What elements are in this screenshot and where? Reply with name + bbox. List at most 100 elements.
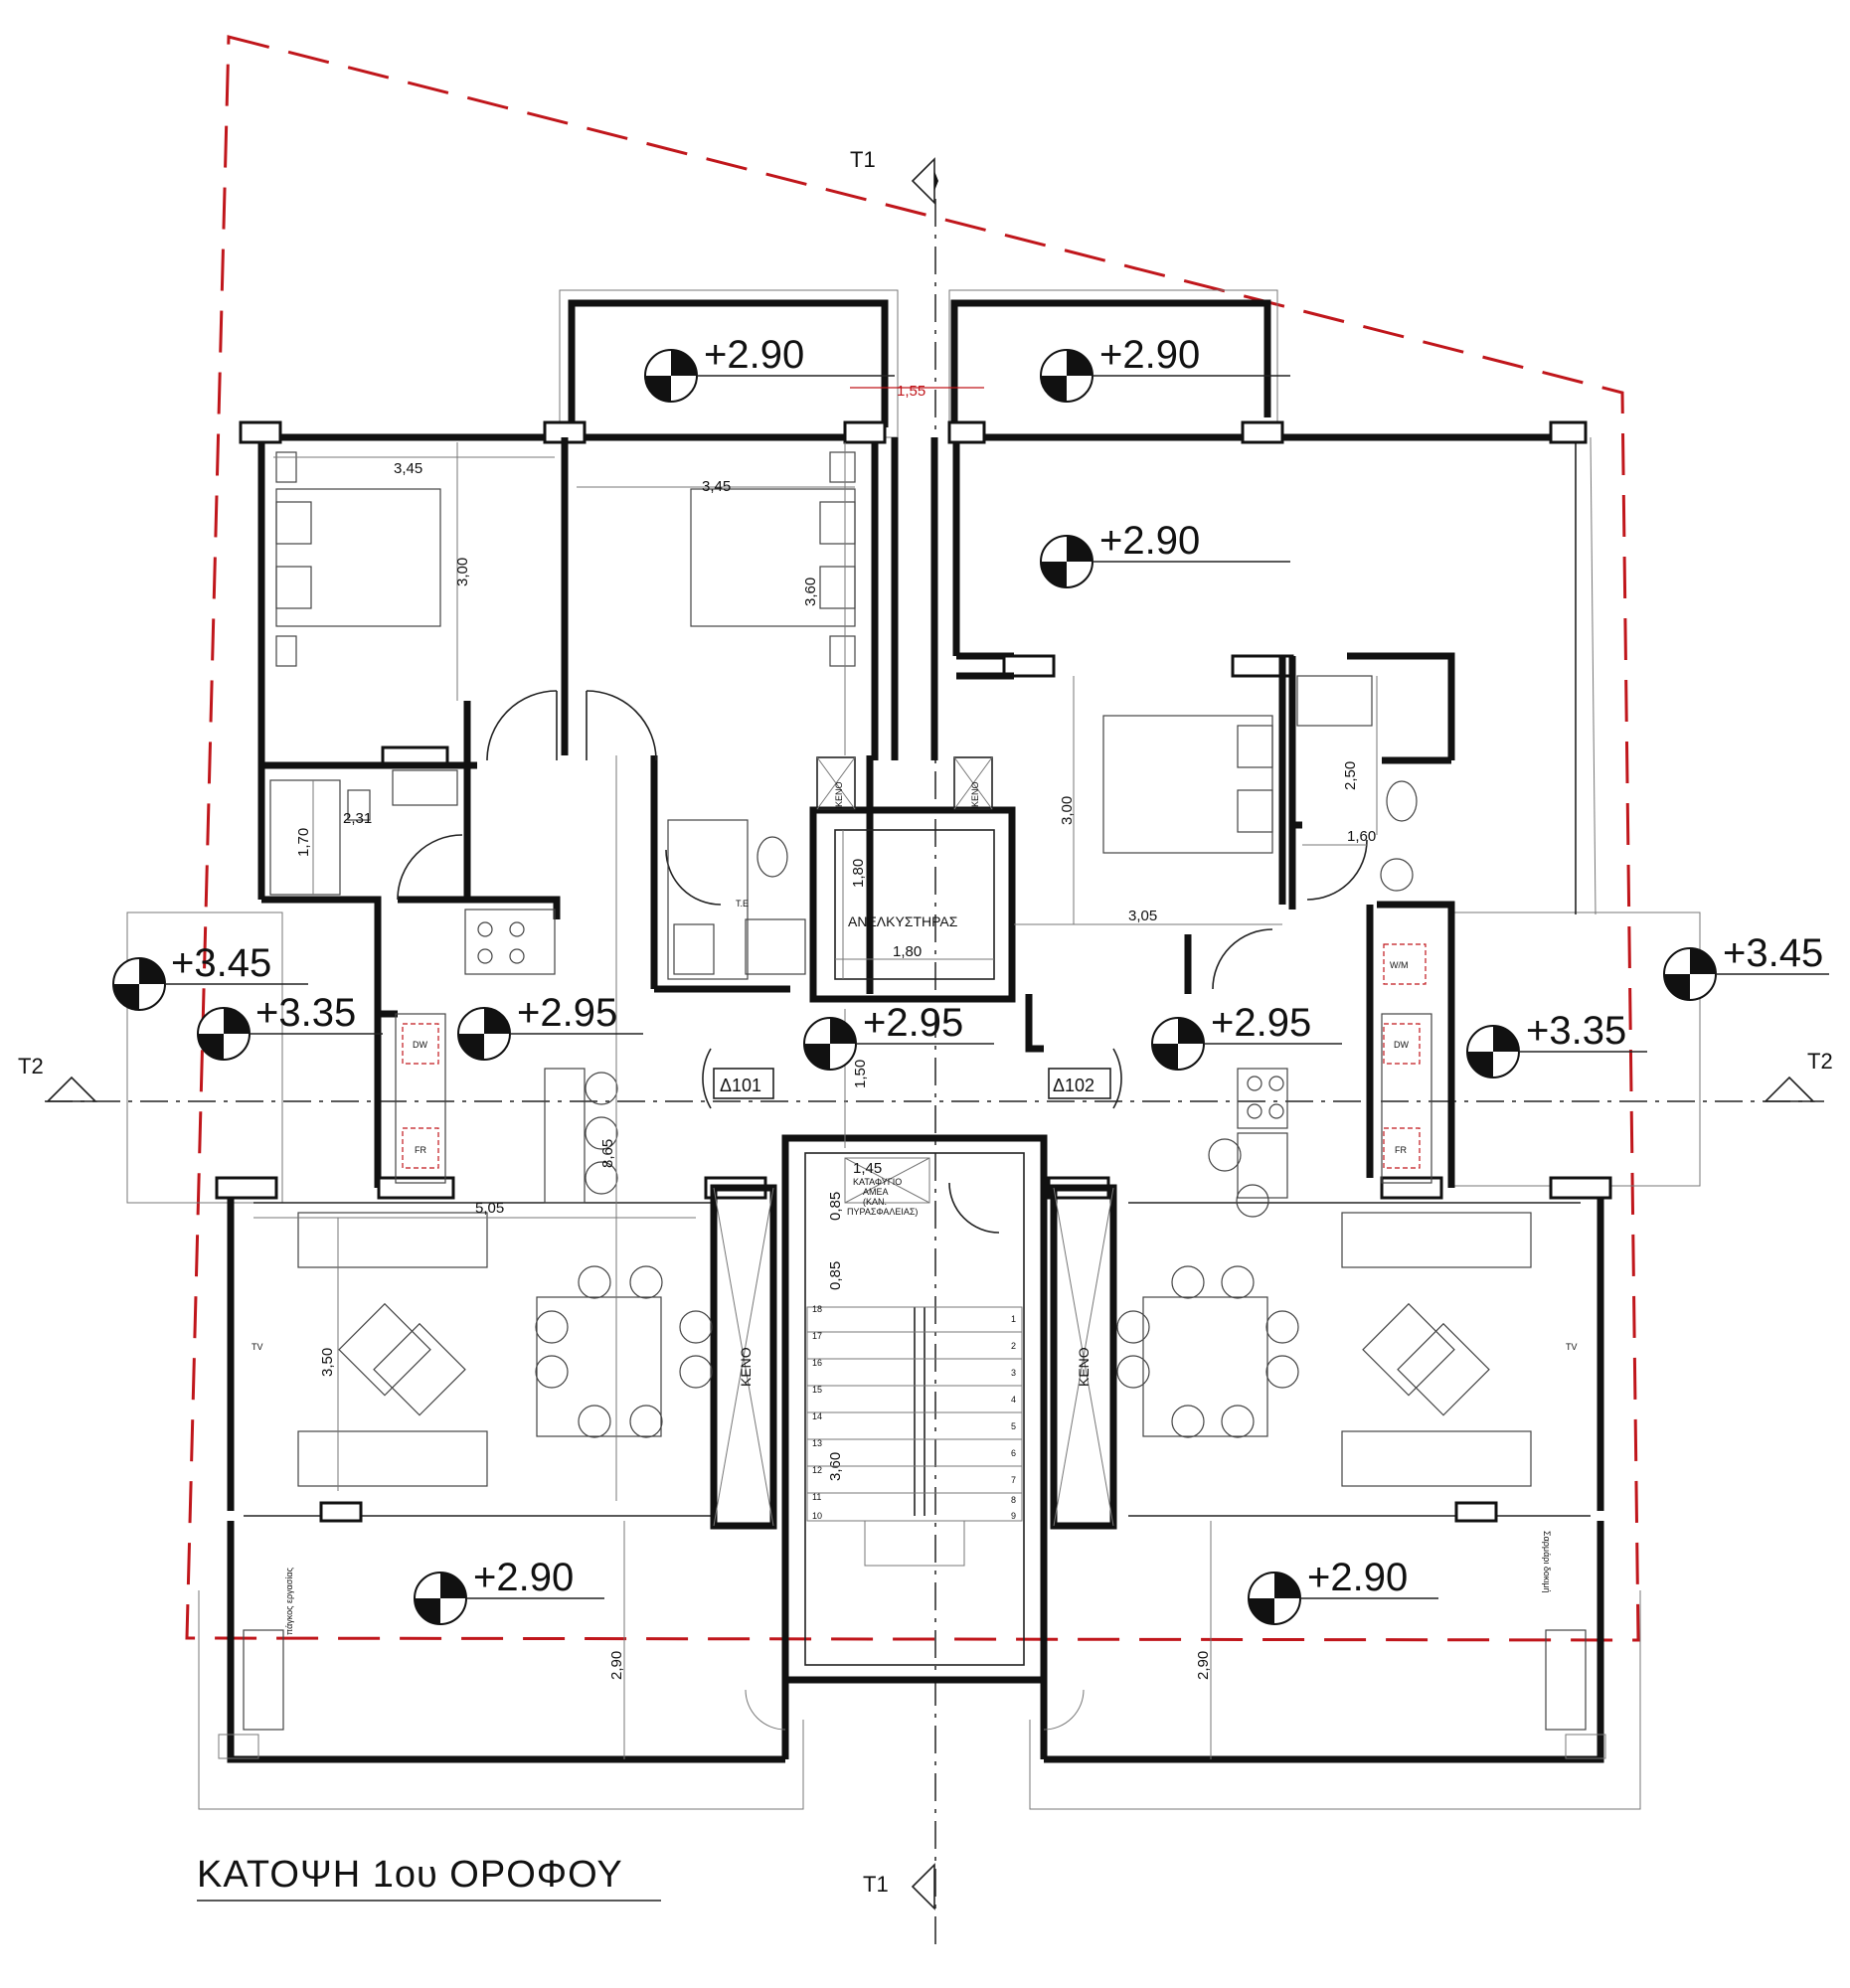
level-apt-right-floor: +2.95 (1211, 1001, 1311, 1045)
level-right-outer-low: +3.35 (1526, 1009, 1626, 1053)
appliance-markers (402, 943, 1427, 1169)
label-apt-right: Δ102 (1053, 1076, 1094, 1095)
dim-bed3-depth: 3,00 (1059, 796, 1076, 825)
level-symbols (112, 349, 1829, 1625)
level-balcony-bottom-right: +2.90 (1307, 1556, 1408, 1599)
level-balcony-top-right: +2.90 (1099, 333, 1200, 377)
dim-balcony-left-depth: 2,90 (608, 1651, 625, 1680)
furniture-beds (275, 451, 1273, 854)
section-marker-t1-bottom: T1 (863, 1863, 935, 1910)
label-dw-left: DW (413, 1040, 427, 1050)
label-fr-left: FR (415, 1145, 426, 1155)
dim-bed1-depth: 3,00 (454, 558, 471, 586)
apt-tag-left-frame (713, 1068, 774, 1099)
level-balcony-top-left: +2.90 (704, 333, 804, 377)
label-wc: Τ.Ε (736, 899, 749, 909)
elevator-core (809, 756, 1016, 1003)
section-marker-t2-right: T2 (1764, 1049, 1833, 1102)
level-left-outer-high: +3.45 (171, 941, 271, 985)
dim-bath-left-width: 2,31 (343, 810, 372, 827)
section-label-t1-top: T1 (850, 147, 876, 172)
dim-corridor-depth: 1,50 (852, 1060, 869, 1088)
dim-living-width: 5,05 (475, 1200, 504, 1217)
stair-step: 11 (812, 1492, 821, 1502)
dim-stair-landing: 0,85 (827, 1261, 844, 1290)
section-marker-t1-top: T1 (850, 147, 938, 205)
stair-step: 16 (812, 1358, 822, 1368)
apt-tag-right-frame (1048, 1068, 1111, 1099)
stair-core (781, 1134, 1048, 1684)
stair-treads (807, 1331, 1022, 1494)
section-label-t2-left: T2 (18, 1054, 44, 1078)
dim-bath-left-depth: 1,70 (295, 828, 312, 857)
label-shelter-3: (ΚΑΝ. (863, 1197, 887, 1207)
dim-living-length: 8,65 (599, 1139, 616, 1168)
dim-shelter-depth: 0,85 (827, 1192, 844, 1221)
level-right-outer-high: +3.45 (1723, 931, 1823, 975)
stair-step: 13 (812, 1438, 822, 1448)
level-apt-left-floor: +2.95 (517, 991, 617, 1035)
slab-outlines (126, 289, 1701, 1810)
furniture-living (218, 1212, 1606, 1759)
furniture-kitchens (395, 909, 1432, 1218)
stair-step: 7 (1011, 1475, 1016, 1485)
stair-step: 14 (812, 1411, 822, 1421)
dim-bed2-depth: 3,60 (802, 578, 819, 606)
section-label-t1-bottom: T1 (863, 1872, 889, 1897)
drawing-title: ΚΑΤΟΨΗ 1ου ΟΡΟΦΟΥ (197, 1854, 623, 1896)
level-balcony-bottom-left: +2.90 (473, 1556, 574, 1599)
dim-balcony-gap: 1,55 (897, 383, 925, 400)
dim-balcony-right-depth: 2,90 (1195, 1651, 1212, 1680)
stair-step: 10 (812, 1511, 822, 1521)
label-dw-right: DW (1394, 1040, 1409, 1050)
stair-step-numbers-right: 1 2 3 4 5 6 7 8 9 (1011, 1314, 1016, 1521)
stair-step-numbers-left: 18 17 16 15 14 13 12 11 10 (812, 1304, 822, 1521)
doors (397, 690, 1368, 1731)
label-void-4: ΚΕΝΟ (1076, 1347, 1092, 1387)
label-bench-left: πάγκος εργασίας (284, 1567, 294, 1635)
structural-columns (215, 420, 1612, 1523)
label-tv-left: TV (252, 1342, 263, 1352)
section-marker-t2-left: T2 (18, 1054, 97, 1102)
stair-step: 2 (1011, 1341, 1016, 1351)
stair-step: 3 (1011, 1368, 1016, 1378)
dim-elevator-depth: 1,80 (850, 859, 867, 888)
label-shelter-2: ΑΜΕΑ (863, 1187, 889, 1197)
level-left-outer-low: +3.35 (255, 991, 356, 1035)
stair-step: 18 (812, 1304, 822, 1314)
stair-step: 5 (1011, 1421, 1016, 1431)
label-tv-right: TV (1566, 1342, 1578, 1352)
stair-step: 9 (1011, 1511, 1016, 1521)
stair-step: 6 (1011, 1448, 1016, 1458)
interior-walls-right (956, 652, 1455, 1188)
label-shelter-4: ΠΥΡΑΣΦΑΛΕΙΑΣ) (847, 1207, 918, 1217)
dim-bed3-width: 3,05 (1128, 908, 1157, 924)
label-elevator: ΑΝΕΛΚΥΣΤΗΡΑΣ (848, 913, 958, 929)
label-bench-right: Σαρμάρι δοκιμή (1542, 1531, 1552, 1593)
stair-step: 17 (812, 1331, 822, 1341)
interior-walls-left (261, 437, 874, 1018)
stair-step: 8 (1011, 1495, 1016, 1505)
label-void-3: ΚΕΝΟ (738, 1347, 754, 1387)
level-corridor: +2.95 (863, 1001, 963, 1045)
furniture-bathrooms (269, 675, 1418, 980)
label-void-2: ΚΕΝΟ (970, 781, 980, 807)
void-shafts (710, 1184, 1117, 1530)
stair-step: 15 (812, 1385, 822, 1395)
label-void-1: ΚΕΝΟ (834, 781, 844, 807)
label-wm: W/M (1390, 960, 1409, 970)
stair-step: 4 (1011, 1395, 1016, 1405)
stair-step: 12 (812, 1465, 822, 1475)
dim-bath-right-width: 1,60 (1347, 828, 1376, 845)
stair-step: 1 (1011, 1314, 1016, 1324)
dim-bath-right-depth: 2,50 (1342, 761, 1359, 790)
dim-elevator-width: 1,80 (893, 943, 922, 960)
dim-shelter-width: 1,45 (853, 1160, 882, 1177)
dimension-lines (253, 387, 1378, 1759)
label-apt-left: Δ101 (720, 1076, 761, 1095)
property-boundary (185, 35, 1640, 1642)
dim-living-depth: 3,50 (319, 1348, 336, 1377)
label-shelter-1: ΚΑΤΑΦΥΓΙΟ (853, 1177, 902, 1187)
dim-bed1-width: 3,45 (394, 460, 422, 477)
